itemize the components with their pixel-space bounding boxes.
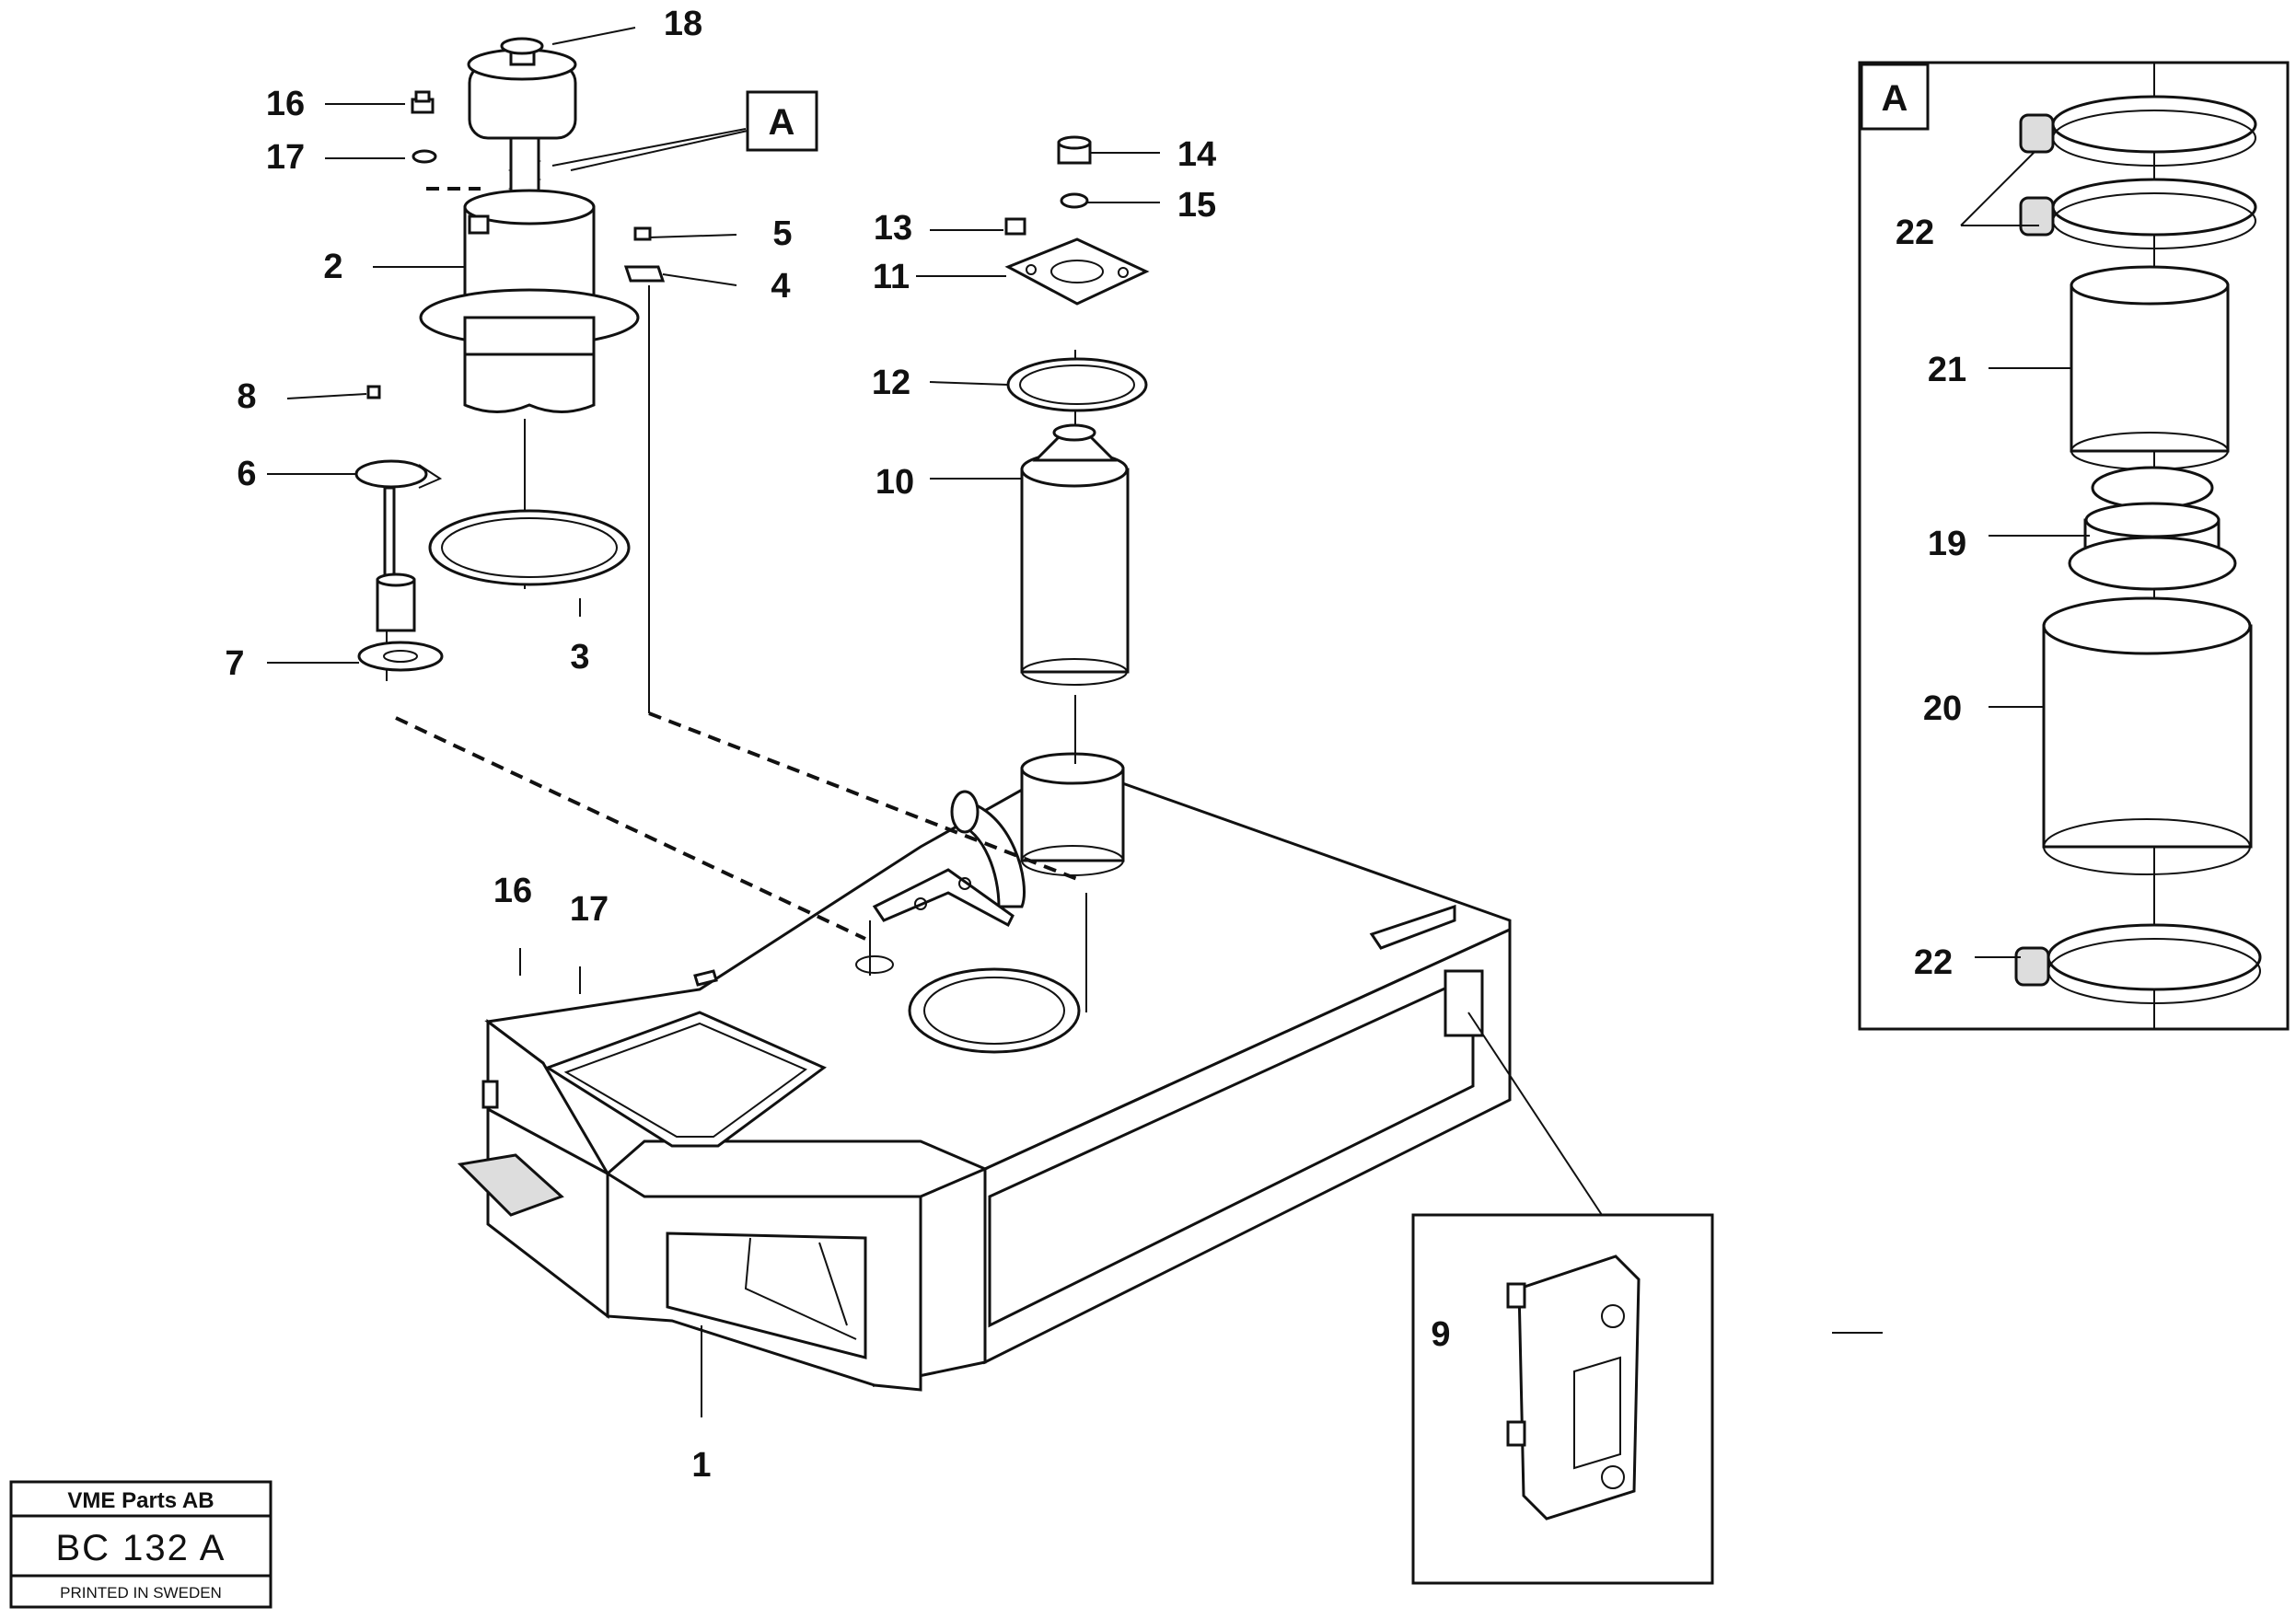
stamp-printed: PRINTED IN SWEDEN: [60, 1584, 222, 1602]
stamp-code: BC 132 A: [55, 1528, 226, 1568]
clamp-and-nut: [623, 226, 666, 283]
detail-ref-main-label: A: [769, 102, 795, 143]
detail-9-box: [1411, 1012, 1714, 1585]
detail-ref-main: A: [570, 90, 818, 171]
inset-detail-a: A: [1858, 61, 2290, 1031]
callout-3: 3: [570, 638, 589, 677]
callout-5: 5: [772, 214, 792, 253]
callout-7: 7: [225, 644, 244, 683]
callout-labels: 18 16 17 2 3 8 6 7 5 4 13 11 12 10 14 15…: [225, 5, 1966, 1485]
callout-9: 9: [1431, 1315, 1450, 1354]
callout-2: 2: [323, 248, 342, 286]
callout-16-lower: 16: [493, 872, 532, 910]
breather-assembly: [411, 37, 640, 586]
callout-4: 4: [771, 267, 790, 306]
callout-8: 8: [237, 377, 256, 416]
callout-17-upper: 17: [266, 138, 305, 177]
return-filter: [1004, 135, 1150, 686]
callout-16-upper: 16: [266, 85, 305, 123]
callout-14: 14: [1177, 135, 1216, 174]
callout-22-upper: 22: [1896, 214, 1934, 252]
callout-15: 15: [1177, 186, 1216, 225]
callout-18: 18: [664, 5, 702, 43]
callout-6: 6: [237, 455, 256, 493]
callout-22-lower: 22: [1914, 943, 1953, 982]
callout-12: 12: [872, 364, 910, 402]
callout-13: 13: [874, 209, 912, 248]
callout-1: 1: [691, 1446, 711, 1485]
callout-21: 21: [1928, 351, 1966, 389]
callout-10: 10: [875, 463, 914, 502]
stamp-company: VME Parts AB: [67, 1488, 214, 1513]
callout-19: 19: [1928, 525, 1966, 563]
title-stamp: VME Parts AB BC 132 A PRINTED IN SWEDEN: [9, 1480, 273, 1609]
hydraulic-tank: [457, 752, 1512, 1392]
callout-17-lower: 17: [570, 890, 609, 929]
detail-ref-inset-label: A: [1882, 78, 1908, 119]
callout-20: 20: [1923, 689, 1962, 728]
level-indicator: [354, 385, 444, 672]
leader-lines: [267, 27, 1883, 1417]
callout-11: 11: [873, 258, 910, 296]
